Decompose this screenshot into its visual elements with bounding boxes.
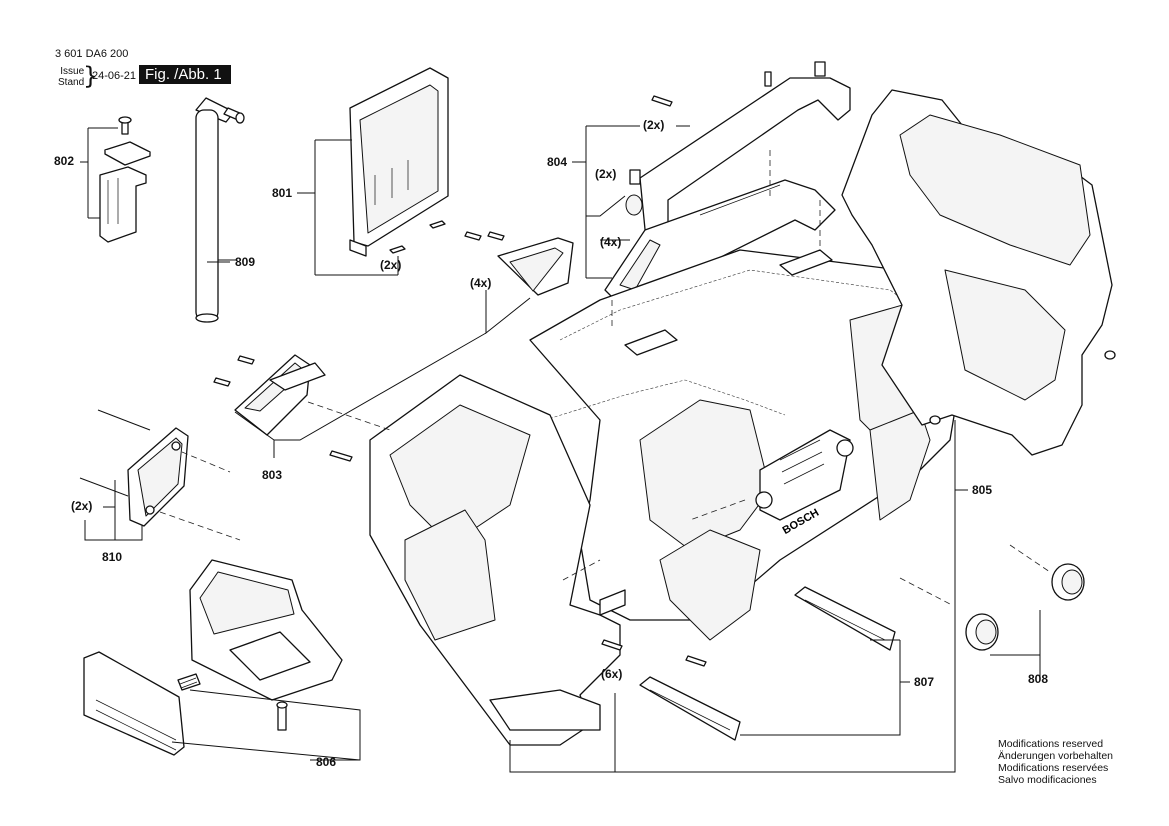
quantity-810-screws: (2x) xyxy=(71,499,93,513)
part-809-rod xyxy=(195,97,245,323)
note-line: Modifications reservées xyxy=(998,762,1109,774)
guide-lines xyxy=(159,150,1051,605)
quantity-804-side-screws: (2x) xyxy=(595,167,617,181)
part-810-hook xyxy=(79,409,189,527)
part-rear-frame xyxy=(841,89,1116,456)
issue-stand-labels: Issue Stand xyxy=(58,66,84,88)
note-line: Salvo modificaciones xyxy=(998,774,1097,786)
brace-symbol: } xyxy=(83,62,99,90)
quantity-804-base-screws: (4x) xyxy=(600,235,622,249)
figure-label-box xyxy=(139,65,231,84)
part-number-808: 808 xyxy=(1028,672,1049,686)
stand-label: Stand xyxy=(58,77,85,88)
part-number-802: 802 xyxy=(54,154,75,168)
part-cover-4x xyxy=(464,231,574,296)
issue-label: Issue xyxy=(60,66,85,77)
quantity-cover-screws: (4x) xyxy=(470,276,492,290)
quantity-804-top-screws: (2x) xyxy=(643,118,665,132)
quantity-frame-screws: (6x) xyxy=(601,667,623,681)
part-number-809: 809 xyxy=(235,255,256,269)
note-line: Änderungen vorbehalten xyxy=(998,750,1114,762)
part-number-805: 805 xyxy=(972,483,993,497)
part-802-clip xyxy=(99,116,151,243)
figure-label: Fig. /Abb. 1 xyxy=(145,66,222,83)
document-number: 3 601 DA6 200 xyxy=(55,48,129,60)
part-807-feet xyxy=(601,586,896,741)
part-front-frame xyxy=(369,374,626,746)
note-line: Modifications reserved xyxy=(998,738,1104,750)
part-number-804: 804 xyxy=(547,155,568,169)
part-number-810: 810 xyxy=(102,550,123,564)
part-number-807: 807 xyxy=(914,675,935,689)
part-number-803: 803 xyxy=(262,468,283,482)
part-number-806: 806 xyxy=(316,755,337,769)
part-801-cover xyxy=(349,67,449,257)
issue-date: 24-06-21 xyxy=(92,70,137,82)
part-808-knobs xyxy=(965,563,1085,651)
quantity-801-screws: (2x) xyxy=(380,258,402,272)
leader-lines xyxy=(80,125,1041,773)
part-803-cap xyxy=(213,354,353,462)
part-806-battery-bay xyxy=(83,559,343,756)
modification-notes: Modifications reserved Änderungen vorbeh… xyxy=(998,738,1113,786)
part-number-801: 801 xyxy=(272,186,293,200)
